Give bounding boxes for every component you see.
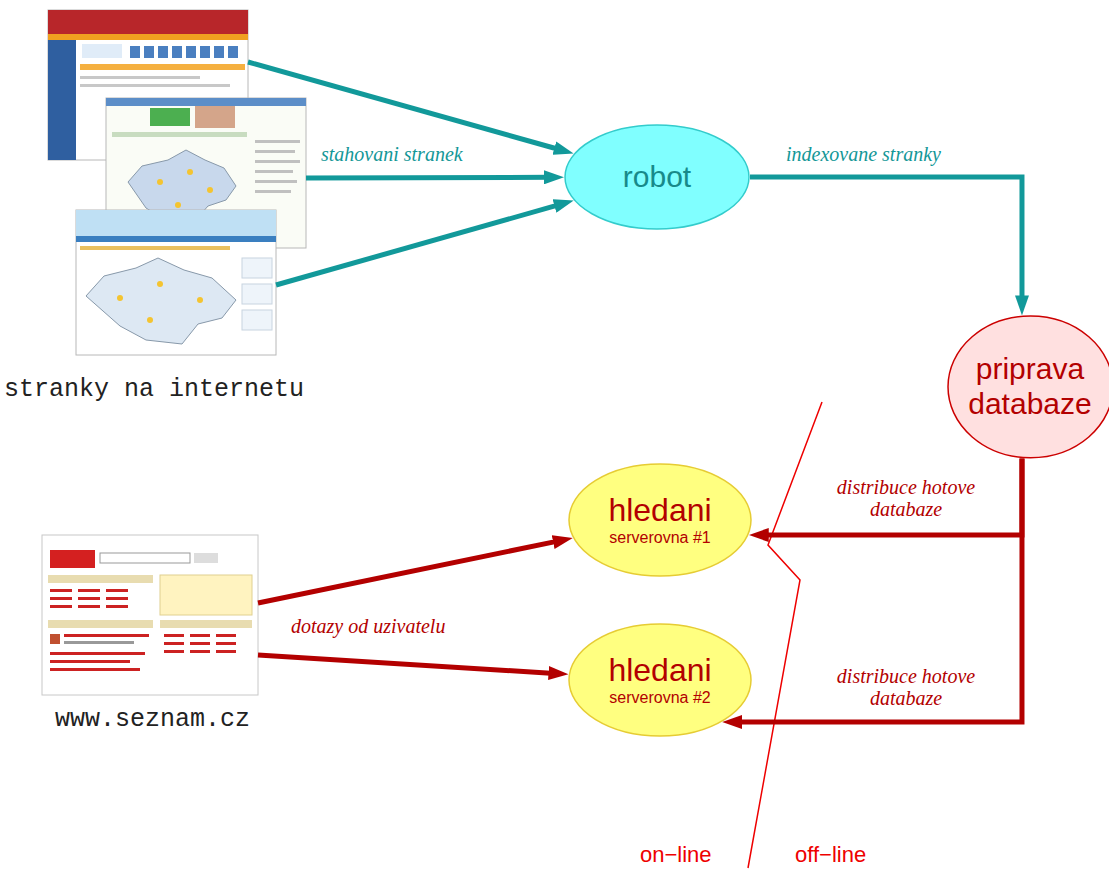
node-subtitle: serverovna #1	[608, 529, 711, 547]
node-text-box: priprava databaze	[968, 352, 1091, 421]
flow-arrow	[258, 541, 559, 603]
edge-label: dotazy od uzivatelu	[288, 615, 448, 637]
seznam-screenshot	[42, 535, 258, 695]
node-text-box: www.seznam.cz	[55, 706, 250, 735]
node-title: hledani	[608, 652, 711, 689]
node-subtitle: serverovna #2	[608, 689, 711, 707]
process-ellipse: priprava databaze	[947, 315, 1109, 459]
web-portal-group: www.seznam.cz	[40, 535, 265, 735]
flow-arrow	[736, 458, 1022, 722]
web-pages-group: stranky na internetu	[4, 10, 334, 405]
server-ellipse: hledaniserverovna #1	[568, 463, 752, 577]
web-page-screenshot	[76, 210, 276, 355]
group-caption: www.seznam.cz	[55, 706, 250, 735]
server-ellipse: hledaniserverovna #2	[568, 623, 752, 737]
node-title: priprava databaze	[968, 352, 1091, 421]
node-title: robot	[623, 160, 691, 195]
node-title: hledani	[608, 492, 711, 529]
flow-arrow	[750, 177, 1022, 301]
group-caption: stranky na internetu	[4, 376, 304, 405]
zone-label: off−line	[795, 842, 866, 868]
node-text-box: stranky na internetu	[4, 376, 304, 405]
edge-label: stahovani stranek	[318, 143, 466, 165]
node-text-box: hledaniserverovna #2	[608, 652, 711, 707]
flow-arrow	[248, 62, 560, 150]
online-offline-divider	[748, 402, 822, 868]
node-text-box: hledaniserverovna #1	[608, 492, 711, 547]
edge-label: indexovane stranky	[783, 143, 944, 165]
process-ellipse: robot	[564, 124, 750, 230]
ellipse-shape	[569, 624, 751, 736]
flow-arrow	[276, 204, 560, 285]
node-text-box: robot	[623, 160, 691, 195]
edge-label: distribuce hotove databaze	[808, 665, 1004, 710]
ellipse-shape	[948, 316, 1109, 458]
edge-label: distribuce hotove databaze	[808, 476, 1004, 521]
flow-arrow	[763, 458, 1022, 535]
flow-arrow	[306, 175, 550, 181]
ellipse-shape	[565, 125, 749, 229]
flow-arrow	[258, 655, 554, 673]
ellipse-shape	[569, 464, 751, 576]
zone-label: on−line	[640, 842, 712, 868]
